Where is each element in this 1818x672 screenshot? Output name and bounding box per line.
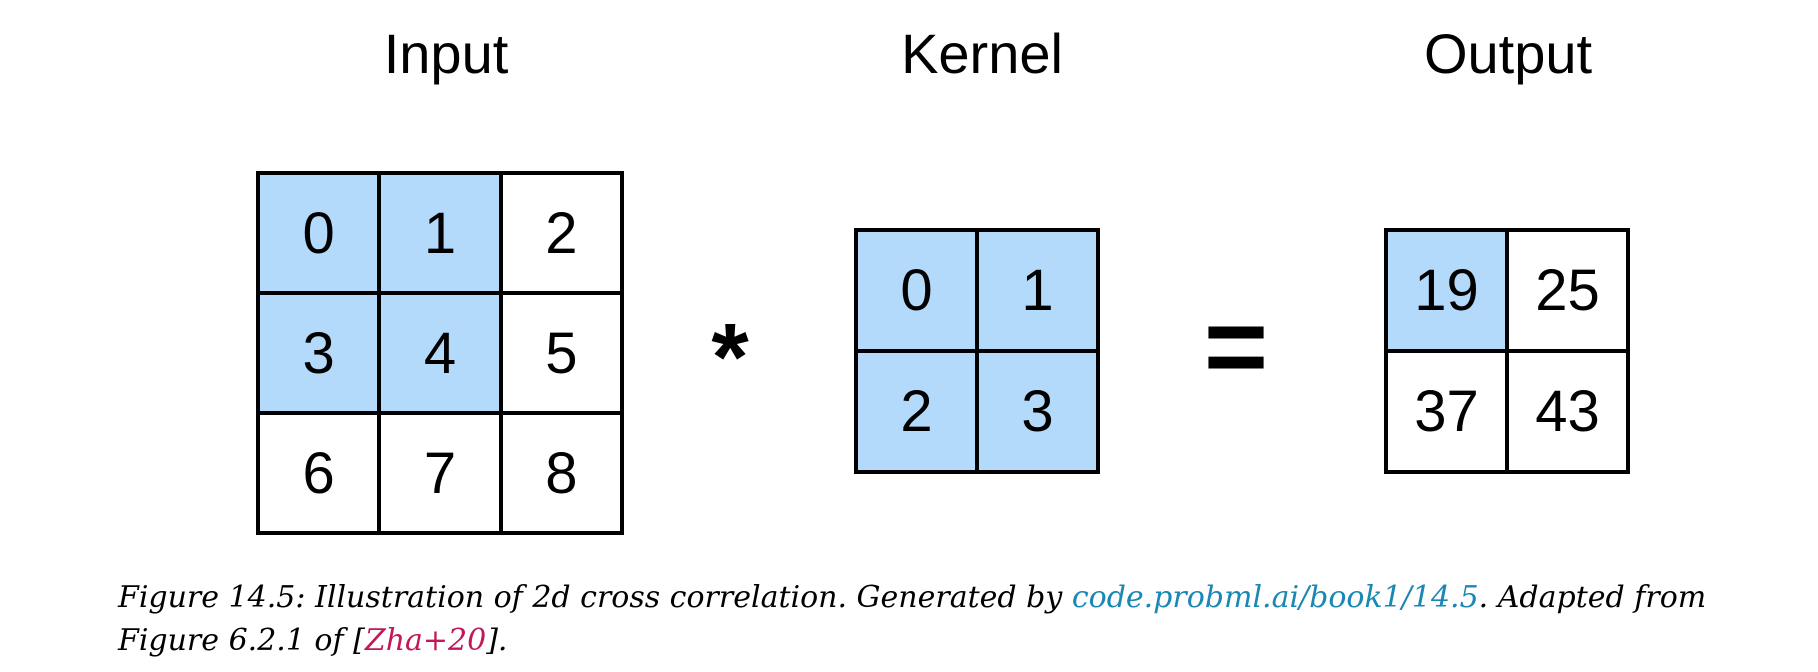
kernel-cell: 0 xyxy=(858,232,975,349)
kernel-cell: 3 xyxy=(979,353,1096,470)
caption-middle: . Adapted from Figure 6.2.1 of [ xyxy=(118,580,1707,658)
input-cell: 5 xyxy=(502,295,620,411)
output-cell: 37 xyxy=(1388,353,1505,470)
output-label: Output xyxy=(1423,22,1593,85)
multiply-operator: * xyxy=(711,304,749,411)
input-cell: 6 xyxy=(260,415,378,531)
input-cell: 0 xyxy=(260,175,378,291)
input-cell: 8 xyxy=(502,415,620,531)
input-matrix: 0 1 2 3 4 5 6 7 8 xyxy=(256,171,624,535)
input-cell: 3 xyxy=(260,295,378,411)
input-cell: 1 xyxy=(381,175,499,291)
input-cell: 4 xyxy=(381,295,499,411)
input-cell: 2 xyxy=(502,175,620,291)
output-matrix: 19 25 37 43 xyxy=(1384,228,1630,474)
kernel-cell: 2 xyxy=(858,353,975,470)
input-label: Input xyxy=(383,22,509,85)
citation-link[interactable]: Zha+20 xyxy=(364,623,487,658)
output-cell: 43 xyxy=(1509,353,1626,470)
output-cell: 25 xyxy=(1509,232,1626,349)
kernel-label: Kernel xyxy=(901,22,1063,85)
caption-prefix: Figure 14.5: Illustration of 2d cross co… xyxy=(118,580,1072,615)
kernel-cell: 1 xyxy=(979,232,1096,349)
output-cell: 19 xyxy=(1388,232,1505,349)
kernel-matrix: 0 1 2 3 xyxy=(854,228,1100,474)
code-url-link[interactable]: code.probml.ai/book1/14.5 xyxy=(1071,580,1479,615)
input-cell: 7 xyxy=(381,415,499,531)
equals-operator: = xyxy=(1203,285,1269,408)
figure-caption: Figure 14.5: Illustration of 2d cross co… xyxy=(118,576,1788,662)
caption-suffix: ]. xyxy=(486,623,508,658)
